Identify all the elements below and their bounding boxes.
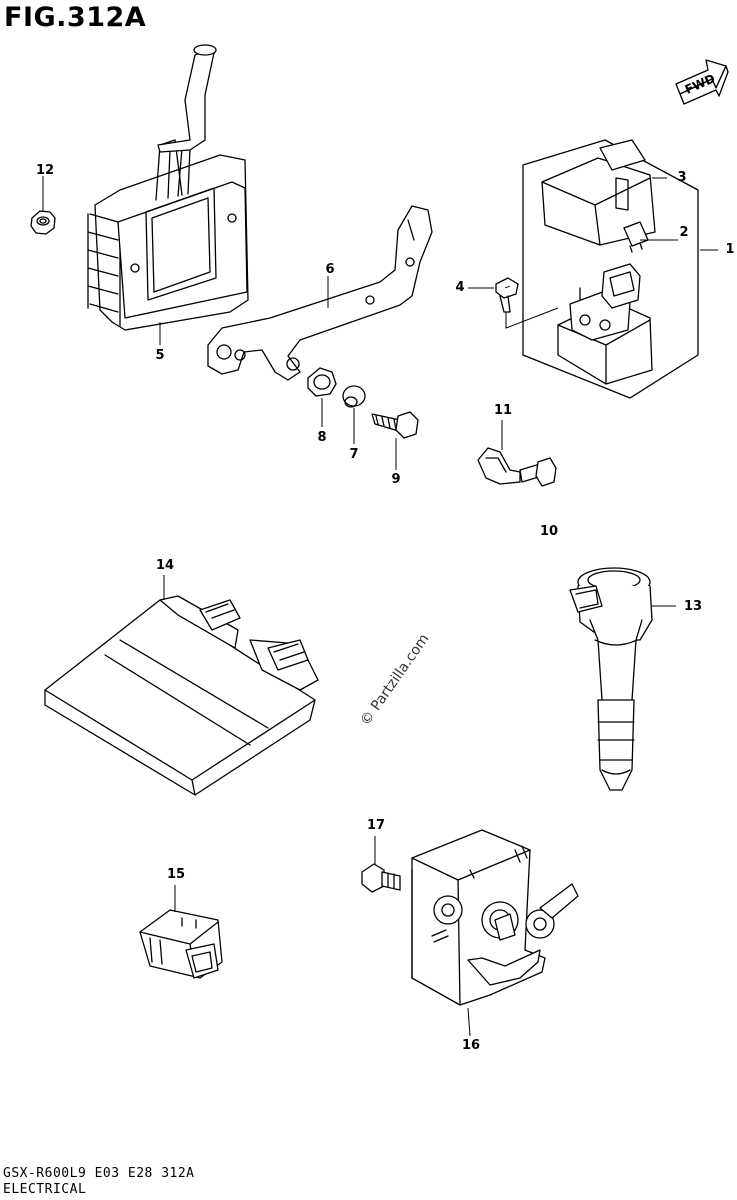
callout-6: 6: [325, 262, 335, 277]
part-7-collar: [342, 385, 366, 408]
part-10-screw: [519, 457, 557, 487]
callout-12: 12: [35, 163, 55, 178]
callout-8: 8: [317, 430, 327, 445]
part-17-screw: [361, 863, 401, 893]
callout-13: 13: [683, 599, 703, 614]
callout-15: 15: [166, 867, 186, 882]
part-15-sensor: [139, 909, 223, 979]
callout-4: 4: [455, 280, 465, 295]
part-5-regulator-rectifier: [87, 44, 249, 331]
callout-3: 3: [677, 170, 687, 185]
figure-title: FIG.312A: [4, 2, 147, 33]
part-8-grommet: [307, 367, 337, 397]
leader-lines: [42, 176, 718, 1037]
part-13-ignition-coil: [569, 567, 653, 791]
callout-7: 7: [349, 447, 359, 462]
part-12-nut: [30, 210, 56, 235]
callout-11: 11: [493, 403, 513, 418]
part-11-clamp: [477, 447, 521, 485]
callout-5: 5: [155, 348, 165, 363]
part-14-ecm: [44, 595, 319, 796]
fwd-arrow-icon: FWD: [675, 59, 729, 105]
part-6-bracket: [207, 205, 433, 381]
part-4-screw: [495, 277, 559, 329]
part-9-bolt: [371, 411, 419, 439]
callout-10: 10: [539, 524, 559, 539]
part-1-relay-assembly: [522, 139, 699, 399]
part-16-sensor-bracket: [411, 829, 579, 1006]
callout-14: 14: [155, 558, 175, 573]
callout-17: 17: [366, 818, 386, 833]
callout-2: 2: [679, 225, 689, 240]
callout-1: 1: [725, 242, 735, 257]
callout-16: 16: [461, 1038, 481, 1053]
callout-9: 9: [391, 472, 401, 487]
footer-section-line: ELECTRICAL: [3, 1182, 87, 1197]
footer-model-line: GSX-R600L9 E03 E28 312A: [3, 1166, 195, 1181]
